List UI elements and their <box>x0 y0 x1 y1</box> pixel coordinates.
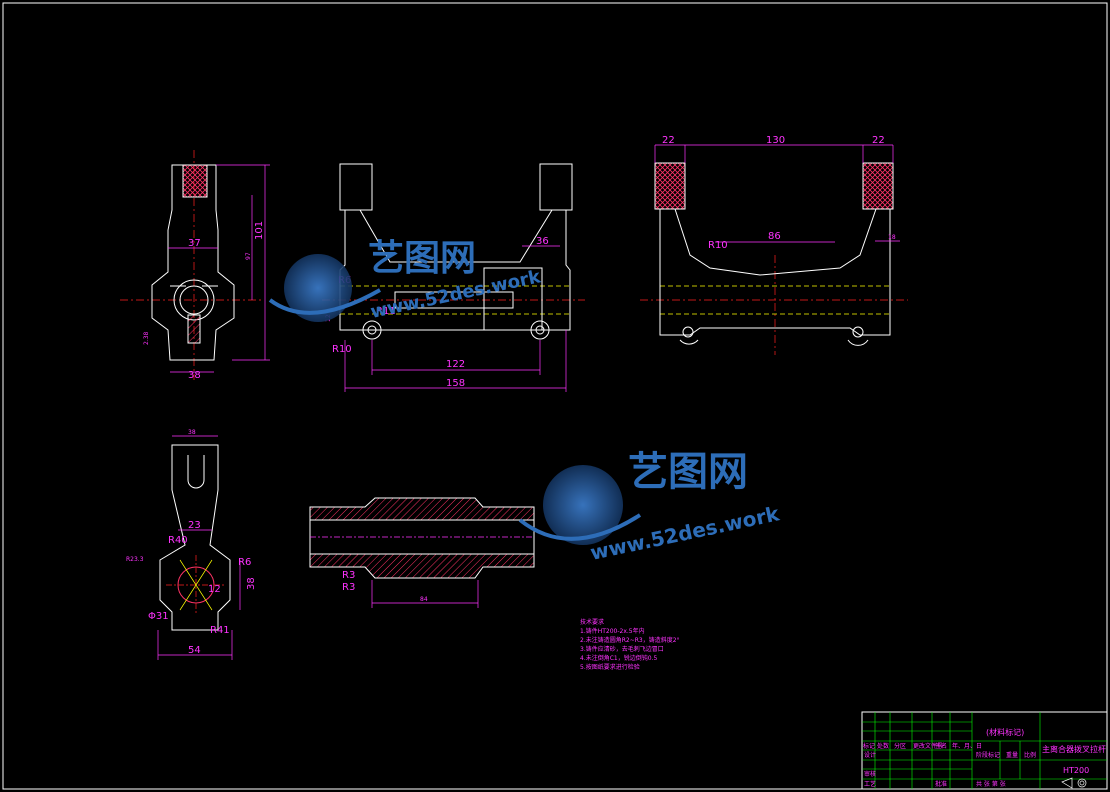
dim-phi31: Φ31 <box>148 611 169 622</box>
title-material-placeholder: (材料标记) <box>986 727 1024 737</box>
watermark-1: 艺图网 www.52des.work <box>268 238 543 323</box>
side-view-top-left <box>120 150 262 380</box>
title-approve-label: 批准 <box>935 780 947 788</box>
section-view-dims <box>371 580 479 608</box>
dim-22-right: 22 <box>872 135 885 146</box>
bottom-left-view <box>159 444 231 631</box>
notes-line: 5.按图纸要求进行检验 <box>580 663 640 671</box>
title-header-mark: 标记 <box>863 742 875 750</box>
title-part-name: 主离合器拨叉拉杆 <box>1042 744 1106 754</box>
dim-r23: R23.3 <box>126 556 144 563</box>
dim-r11: R11 <box>376 306 396 317</box>
dim-36: 36 <box>536 236 549 247</box>
title-header-date: 年、月、日 <box>952 742 982 750</box>
technical-notes: 技术要求 1.铸件HT200-2x.5年内 2.未注铸造圆角R2~R3，铸造斜度… <box>580 618 680 671</box>
dim-101: 101 <box>254 221 265 240</box>
dim-38: 38 <box>188 370 201 381</box>
dim-130: 130 <box>766 135 785 146</box>
notes-title: 技术要求 <box>580 618 604 626</box>
bottom-left-view-dims <box>157 435 241 660</box>
title-material: HT200 <box>1063 766 1089 775</box>
front-view-dims <box>344 245 567 392</box>
watermark-brand: 艺图网 <box>368 238 476 279</box>
dim-2-38: 2.38 <box>143 331 150 345</box>
projection-symbol-icon <box>1061 777 1087 789</box>
watermark-globe-icon <box>284 254 352 322</box>
dim-86: 86 <box>768 231 781 242</box>
side-view-top-left-dims <box>168 164 270 373</box>
right-view <box>640 162 908 355</box>
dim-38-bl: 38 <box>246 577 257 590</box>
dim-22-left: 22 <box>662 135 675 146</box>
title-scale-label: 比例 <box>1024 751 1036 759</box>
dim-23: 23 <box>188 520 201 531</box>
dim-18: 18 <box>888 234 896 241</box>
dim-37: 37 <box>188 238 201 249</box>
title-header-zone: 分区 <box>894 742 906 750</box>
notes-line: 2.未注铸造圆角R2~R3，铸造斜度2° <box>580 636 680 644</box>
title-row-review: 审核 <box>864 770 876 778</box>
right-view-dims <box>654 144 900 243</box>
section-view <box>309 497 535 579</box>
title-block: (材料标记) 主离合器拨叉拉杆 HT200 标记 处数 分区 更改文件号 签名 … <box>861 711 1108 790</box>
dim-54: 54 <box>188 645 201 656</box>
watermark-brand-2: 艺图网 <box>628 449 748 495</box>
title-row-design: 设计 <box>864 751 876 759</box>
title-stage-label: 阶段标记 <box>976 751 1000 759</box>
dim-84: 84 <box>420 596 428 603</box>
title-row-process: 工艺 <box>864 780 876 788</box>
watermark-globe-icon-2 <box>543 465 623 545</box>
dim-r10-right: R10 <box>708 240 728 251</box>
dim-r3-b: R3 <box>342 582 355 593</box>
title-sheet-label: 共 张 第 张 <box>976 780 1006 788</box>
notes-line: 4.未注倒角C1，锐边倒钝0.5 <box>580 654 657 662</box>
dim-r41: R41 <box>210 625 230 636</box>
dim-r6-bl: R6 <box>238 557 251 568</box>
dim-12-bl: 12 <box>208 584 221 595</box>
watermark-2: 艺图网 www.52des.work <box>518 449 782 565</box>
dim-r10: R10 <box>332 344 352 355</box>
dim-r40: R40 <box>168 535 188 546</box>
title-weight-label: 重量 <box>1006 751 1018 759</box>
notes-line: 1.铸件HT200-2x.5年内 <box>580 627 645 635</box>
dim-38-top: 38 <box>188 429 196 436</box>
front-view <box>322 163 585 340</box>
title-header-count: 处数 <box>877 742 889 750</box>
notes-line: 3.铸件应清砂，去毛刺飞边冒口 <box>580 645 664 653</box>
dim-r3-a: R3 <box>342 570 355 581</box>
dim-158: 158 <box>446 378 465 389</box>
title-header-file: 更改文件号 <box>913 742 943 750</box>
dim-122: 122 <box>446 359 465 370</box>
title-header-sign: 签名 <box>935 742 947 750</box>
dim-97: 97 <box>245 252 252 260</box>
